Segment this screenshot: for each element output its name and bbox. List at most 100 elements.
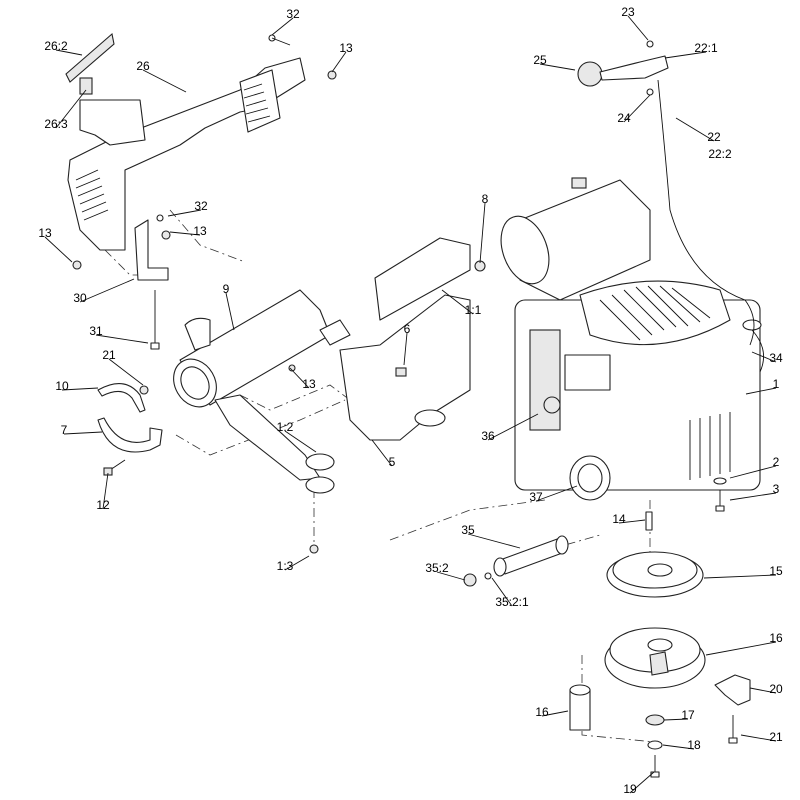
callout-leader	[479, 202, 486, 264]
throttle-cable	[657, 79, 755, 346]
bolt	[103, 459, 126, 476]
oil-filter	[569, 455, 611, 501]
callout-label: 16	[769, 631, 783, 645]
washer	[713, 477, 727, 485]
callout-label: 3	[773, 482, 780, 496]
engine	[514, 280, 761, 491]
callout-label: 6	[404, 322, 411, 336]
screw	[395, 367, 407, 377]
callout-label: 12	[96, 498, 110, 512]
callout-leader	[55, 49, 83, 56]
callout-label: 22:1	[694, 41, 718, 55]
callout-leader	[436, 571, 466, 581]
clutch-bracket	[714, 674, 751, 706]
callout-leader	[663, 718, 689, 721]
callout-label: 22	[707, 130, 721, 144]
engine-sensor	[543, 396, 561, 414]
callout-label: 21	[769, 730, 783, 744]
callout-label: 34	[769, 351, 783, 365]
screw	[139, 385, 149, 395]
callout-label: 30	[73, 291, 87, 305]
callout-leader	[55, 89, 87, 129]
nut	[161, 230, 171, 240]
callout-leader	[627, 15, 649, 41]
callout-label: 23	[621, 5, 635, 19]
callout-label: 17	[681, 708, 695, 722]
nut	[309, 544, 319, 554]
callout-leader	[751, 351, 777, 363]
callout-leader	[403, 332, 408, 366]
callout-leader	[289, 367, 310, 389]
callout-label: 1:1	[465, 303, 482, 317]
clamp-strap	[97, 383, 146, 413]
screw	[156, 214, 164, 222]
callout-label: 37	[529, 490, 543, 504]
callout-label: 35:2:1	[495, 595, 529, 609]
callout-leader	[703, 574, 777, 579]
washer	[647, 740, 663, 750]
callout-label: 10	[55, 379, 69, 393]
callout-leader	[61, 387, 99, 391]
callout-leader	[745, 387, 777, 395]
callout-label: 32	[194, 199, 208, 213]
muffler-bracket	[134, 219, 169, 281]
callout-label: 22:2	[708, 147, 732, 161]
callout-leader	[284, 555, 310, 571]
heat-shield	[67, 57, 306, 251]
callout-leader	[491, 577, 513, 607]
long-bolt	[150, 290, 160, 350]
callout-leader	[675, 117, 715, 142]
callout-leader	[142, 69, 187, 93]
callout-label: 20	[769, 682, 783, 696]
callout-leader	[487, 413, 539, 441]
callout-label: 26:3	[44, 117, 68, 131]
muffler	[173, 289, 351, 481]
callout-label: 1:3	[277, 559, 294, 573]
washer	[484, 572, 492, 580]
air-cleaner	[500, 177, 651, 301]
warning-decal	[65, 32, 115, 83]
assembly-lines	[104, 209, 656, 743]
callout-leader	[729, 465, 777, 479]
pulley	[606, 551, 704, 598]
engine-cooling-fins	[599, 285, 731, 480]
callout-leader	[618, 519, 646, 524]
callout-label: 5	[389, 455, 396, 469]
callout-label: 24	[617, 111, 631, 125]
callout-leader	[535, 485, 578, 502]
callout-leaders	[44, 15, 777, 794]
spacer	[569, 684, 591, 731]
callout-labels: 321326:22626:32322:125242222:23213138309…	[38, 5, 783, 796]
bolt	[463, 573, 477, 587]
callout-leader	[662, 744, 695, 750]
bolt	[728, 715, 738, 744]
throttle-lever	[599, 55, 669, 81]
muffler-mount-bracket	[339, 237, 471, 441]
callout-leader	[169, 231, 201, 236]
callout-leader	[284, 430, 317, 453]
bolt	[715, 490, 725, 512]
callout-label: 35	[461, 523, 475, 537]
callout-leader	[729, 492, 777, 501]
callout-leader	[740, 734, 777, 742]
callout-leader	[271, 17, 294, 36]
callout-leader	[108, 358, 144, 386]
callout-label: 1	[773, 377, 780, 391]
callout-label: 32	[286, 7, 300, 21]
callout-leader	[331, 51, 347, 73]
callout-label: 18	[687, 738, 701, 752]
callout-label: 13	[193, 224, 207, 238]
washer	[645, 714, 665, 726]
callout-label: 13	[302, 377, 316, 391]
callout-label: 26	[136, 59, 150, 73]
callout-label: 1:2	[277, 420, 294, 434]
nut	[288, 364, 296, 372]
callout-leader	[371, 439, 393, 467]
throttle-knob	[577, 61, 603, 87]
callout-label: 15	[769, 564, 783, 578]
callout-label: 36	[481, 429, 495, 443]
callout-label: 9	[223, 282, 230, 296]
key	[645, 511, 653, 531]
